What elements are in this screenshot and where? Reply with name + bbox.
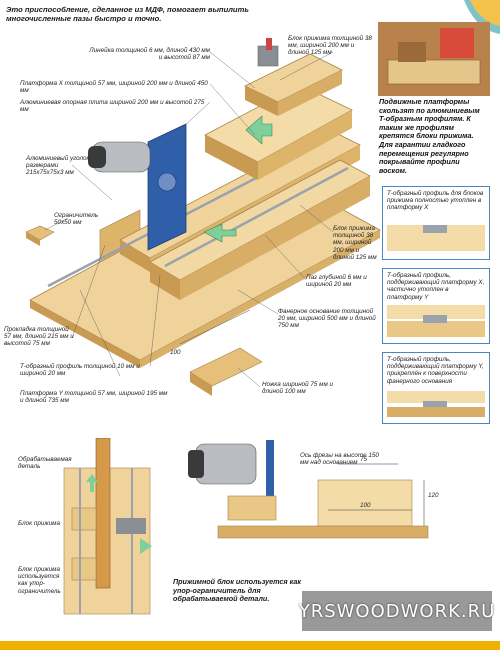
stop-block: [25, 225, 55, 241]
move-arrow-x: [245, 115, 273, 145]
label-clamp-right: Блок прижима толщиной 38 мм, шириной 200…: [333, 225, 377, 261]
dim-100-side: 100: [360, 502, 371, 509]
move-arrow-y: [203, 223, 237, 243]
header-text: Это приспособление, сделанное из МДФ, по…: [6, 5, 249, 23]
label-workpiece: Обрабатываемая деталь: [18, 456, 72, 471]
detail-3-text: Т-образный профиль, поддерживающий платф…: [387, 356, 484, 385]
label-stop: Ограничитель 50х50 мм: [54, 212, 99, 227]
detail-1-text: Т-образный профиль для блоков прижима по…: [387, 190, 484, 212]
label-base: Фанерное основание толщиной 20 мм, ширин…: [278, 308, 376, 330]
label-axis: Ось фрезы на высоте 150 мм над основание…: [300, 452, 379, 467]
label-spacer: Прокладка толщиной 57 мм, длиной 215 мм …: [4, 326, 74, 348]
label-plate: Алюминиевая опорная плита шириной 200 мм…: [20, 99, 205, 114]
label-angle: Алюминиевый уголок размерами 215х75х75х3…: [26, 155, 90, 177]
label-platform-x: Платформа X толщиной 57 мм, шириной 200 …: [20, 80, 208, 95]
detail-1-sketch: [387, 225, 485, 251]
bottom-bar: [0, 641, 500, 650]
label-clamp-stop: Блок прижима используется как упор-огран…: [18, 566, 61, 595]
label-groove: Паз глубиной 6 мм и шириной 20 мм: [306, 274, 367, 289]
label-platform-y: Платформа Y толщиной 57 мм, шириной 195 …: [20, 390, 168, 405]
bottom-note: Прижимной блок используется как упор-огр…: [173, 577, 302, 603]
detail-2-sketch: [387, 305, 485, 337]
detail-box-3: Т-образный профиль, поддерживающий платф…: [382, 352, 490, 424]
dim-100-main: 100: [170, 349, 181, 356]
label-clamp-bottom: Блок прижима: [18, 520, 60, 527]
watermark: YRSWOODWORK.RU: [299, 591, 494, 631]
dim-75: 75: [360, 456, 368, 463]
sidebar-caption: Подвижные платформы скользят по алюминие…: [379, 97, 480, 175]
label-clamp-top: Блок прижима толщиной 38 мм, шириной 200…: [288, 35, 372, 57]
workshop-photo: [378, 22, 490, 96]
plan-view: [63, 438, 152, 615]
detail-box-1: Т-образный профиль для блоков прижима по…: [382, 186, 490, 260]
label-tprofile: Т-образный профиль толщиной 10 мм и шири…: [20, 363, 140, 378]
detail-box-2: Т-образный профиль, поддерживающий платф…: [382, 268, 490, 344]
side-view: [188, 440, 429, 539]
detail-2-text: Т-образный профиль, поддерживающий платф…: [387, 272, 485, 301]
photo-box: [378, 22, 490, 96]
detail-3-sketch: [387, 391, 485, 417]
dim-120: 120: [428, 492, 439, 499]
label-foot: Ножка шириной 75 мм и длиной 100 мм: [262, 381, 334, 396]
corner-decoration: [464, 0, 500, 34]
label-ruler: Линейка толщиной 6 мм, длиной 430 мм и в…: [89, 47, 210, 62]
